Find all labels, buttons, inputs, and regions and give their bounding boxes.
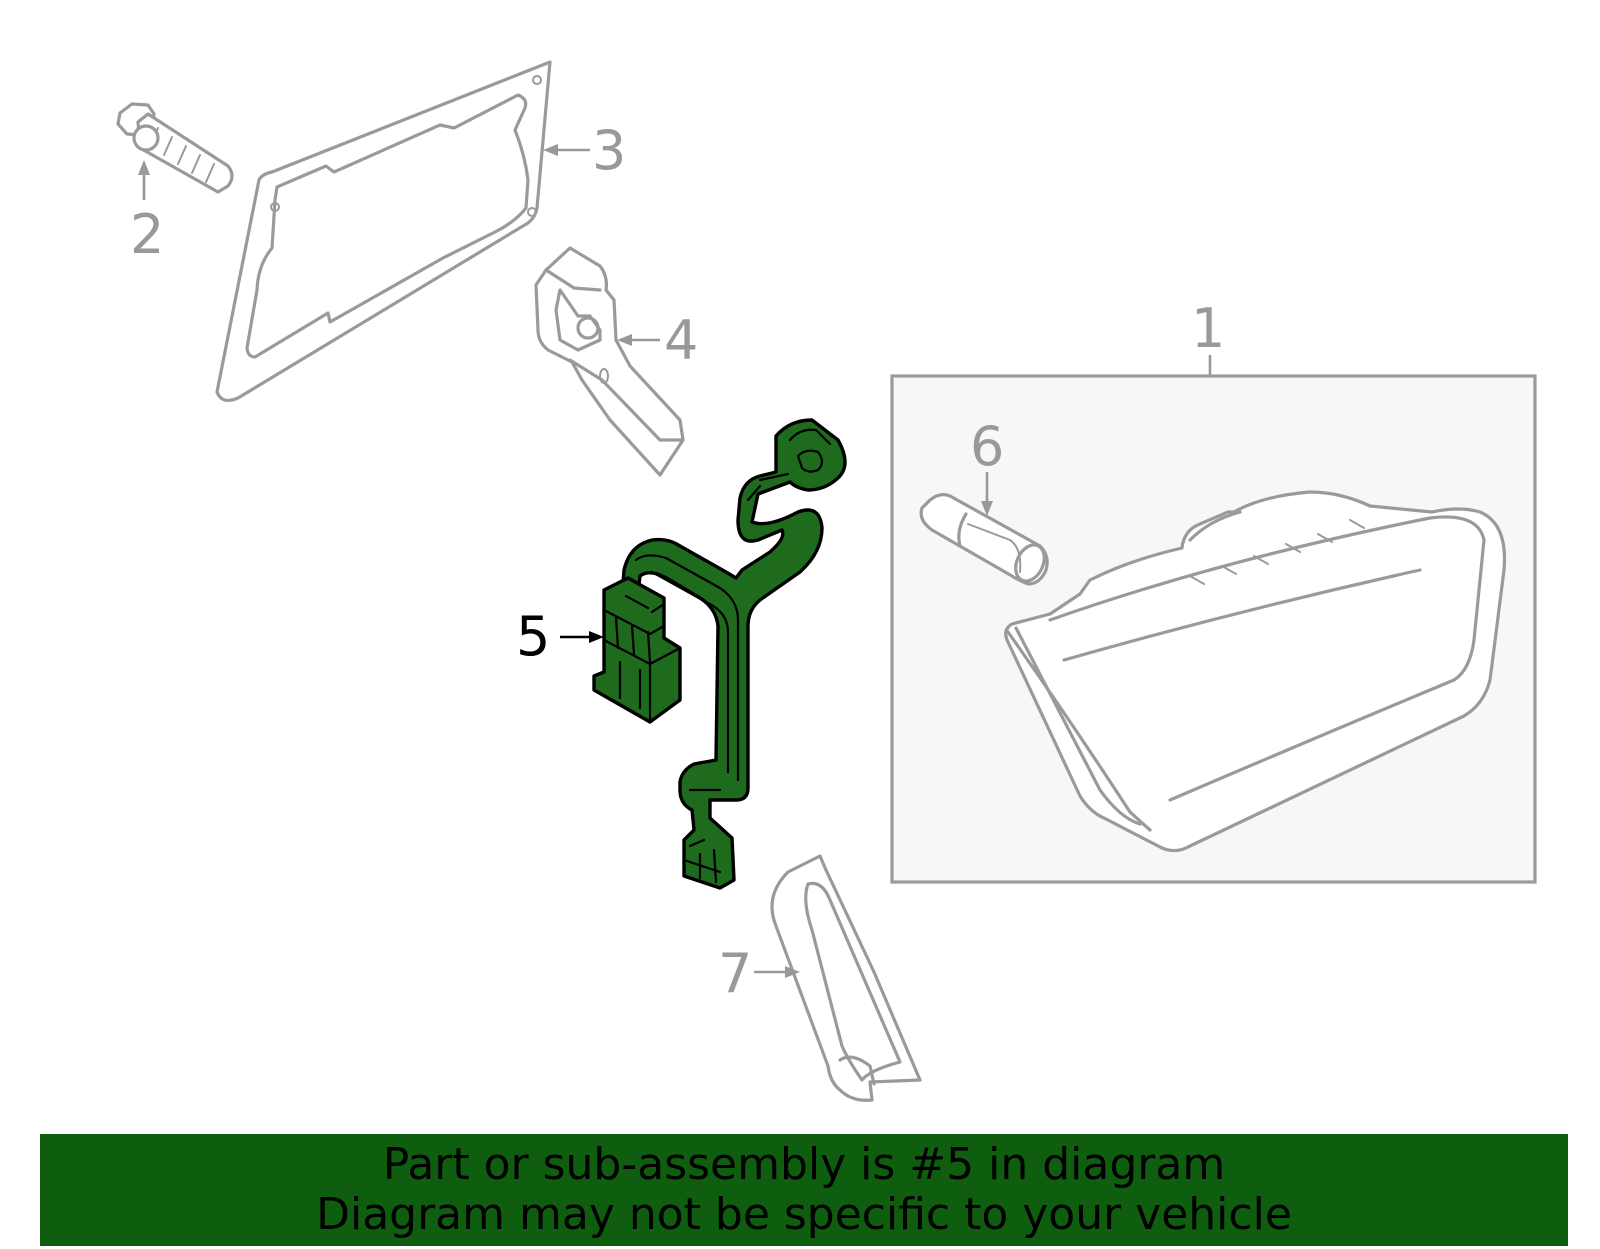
callout-7: 7 [718,942,752,1005]
callout-6-arrow [981,501,993,516]
banner-line-2: Diagram may not be specific to your vehi… [316,1189,1292,1240]
callout-7-arrow [785,966,800,978]
callout-6: 6 [970,415,1004,478]
part-3-gasket [215,60,552,403]
callout-1: 1 [1191,297,1225,360]
part-7-trim-strip [770,854,922,1102]
callout-2: 2 [130,203,164,266]
part-5-wiring-harness [592,418,847,890]
callout-3: 3 [592,119,626,182]
callout-4-arrow [617,334,632,346]
part-1-tail-lamp [1004,490,1507,853]
part-6-bulb [919,493,1049,586]
info-banner: Part or sub-assembly is #5 in diagram Di… [40,1134,1568,1246]
callout-5-arrow [589,631,604,643]
callout-4: 4 [664,309,698,372]
callout-5: 5 [516,605,550,668]
callout-3-arrow [543,144,558,156]
part-4-bracket [534,246,685,477]
banner-line-1: Part or sub-assembly is #5 in diagram [382,1139,1226,1190]
part-2-bolt [116,102,234,194]
callout-2-arrow [138,160,150,175]
